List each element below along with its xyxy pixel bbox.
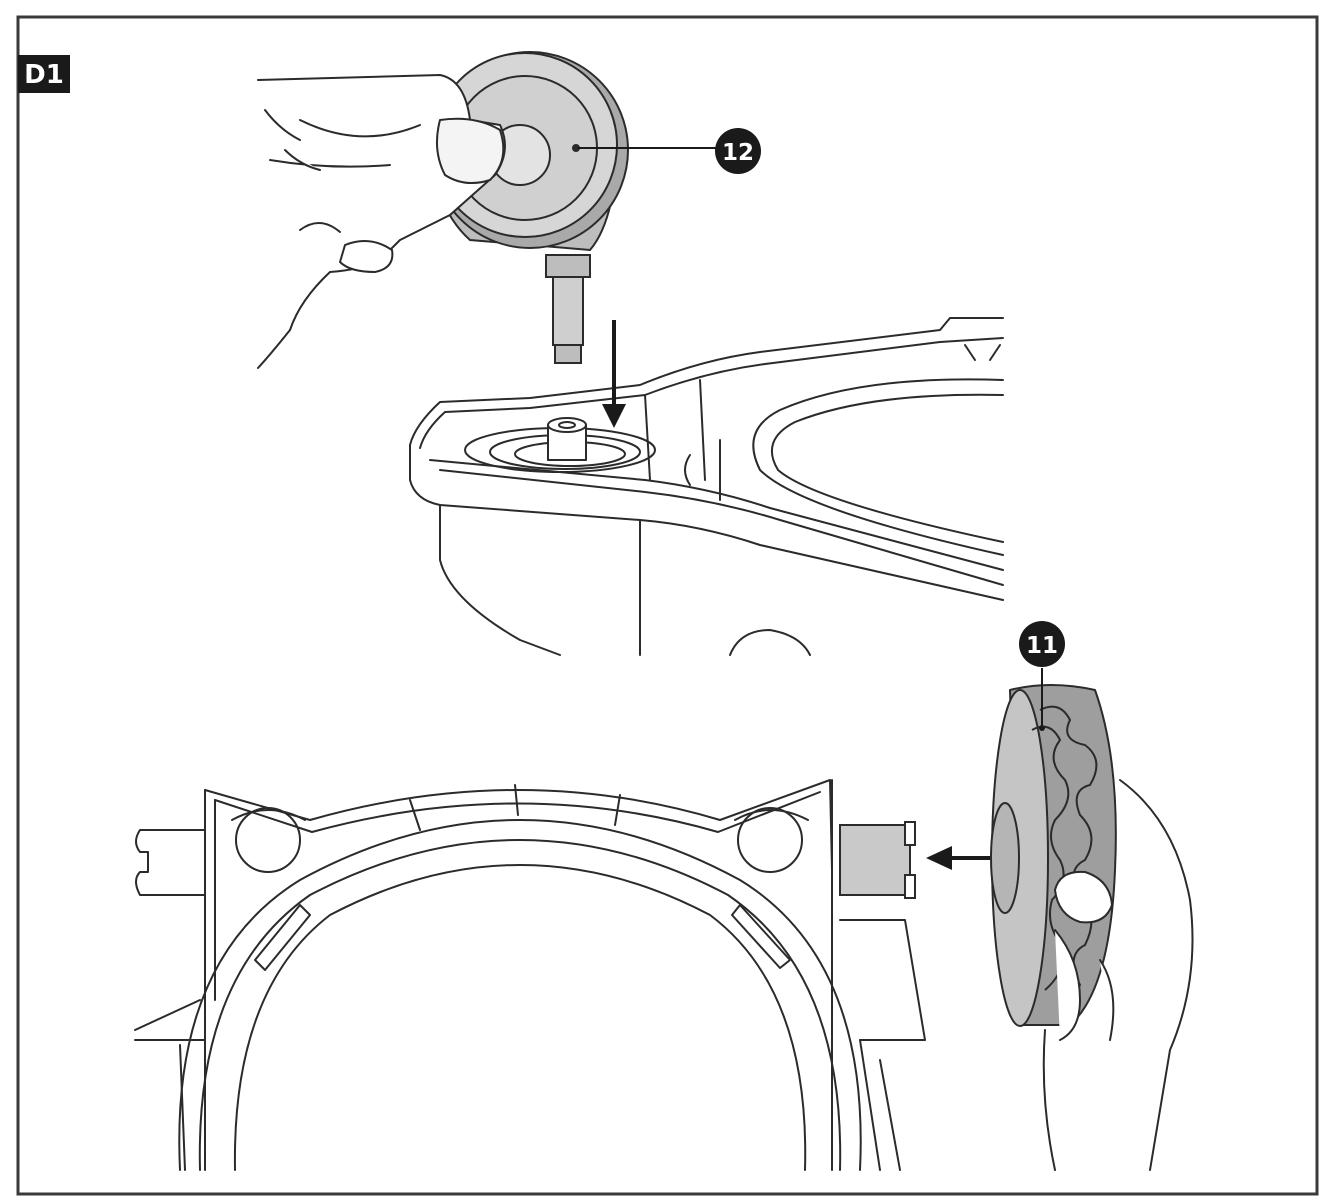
step-label-badge: D1	[18, 55, 70, 93]
hand-holding-caster	[257, 74, 506, 369]
insert-arrow-down	[602, 320, 626, 428]
callout-11-number: 11	[1026, 633, 1058, 659]
step-label: D1	[24, 60, 64, 90]
diagram-border	[16, 15, 1319, 1196]
housing-top-illustration	[409, 317, 1004, 656]
chassis-bottom-illustration	[134, 779, 926, 1171]
callout-12: 12	[578, 128, 761, 174]
axle-shaft	[839, 821, 916, 899]
callout-12-number: 12	[722, 140, 754, 166]
attach-arrow-left	[926, 846, 990, 870]
callout-11: 11	[1019, 621, 1065, 731]
hand-holding-wheel	[1042, 779, 1194, 1171]
drive-wheel-part	[990, 684, 1117, 1027]
